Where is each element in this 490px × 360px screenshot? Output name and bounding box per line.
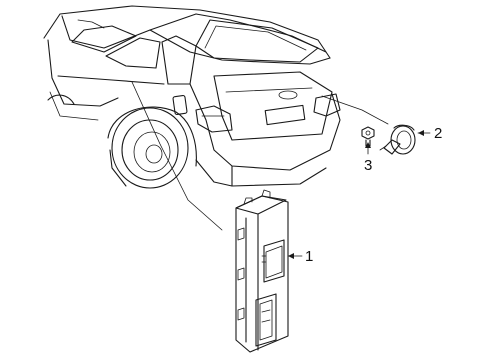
leader-module-to-car: [131, 81, 223, 231]
callout-2: 2: [417, 125, 442, 142]
callout-1: 1: [287, 248, 313, 265]
callout-3-arrowhead: [365, 142, 371, 148]
leader-horn-to-car: [321, 95, 389, 125]
callout-1-arrowhead: [288, 253, 294, 259]
callout-2-label: 2: [434, 125, 442, 142]
vehicle-illustration: [43, 5, 341, 189]
callout-3-label: 3: [364, 157, 372, 174]
callout-1-label: 1: [305, 248, 313, 265]
horn-part: [379, 124, 416, 155]
callout-2-arrowhead: [418, 130, 424, 136]
leader-lines: [131, 81, 389, 231]
callout-3: 3: [364, 142, 372, 174]
control-module-part: [235, 189, 289, 353]
